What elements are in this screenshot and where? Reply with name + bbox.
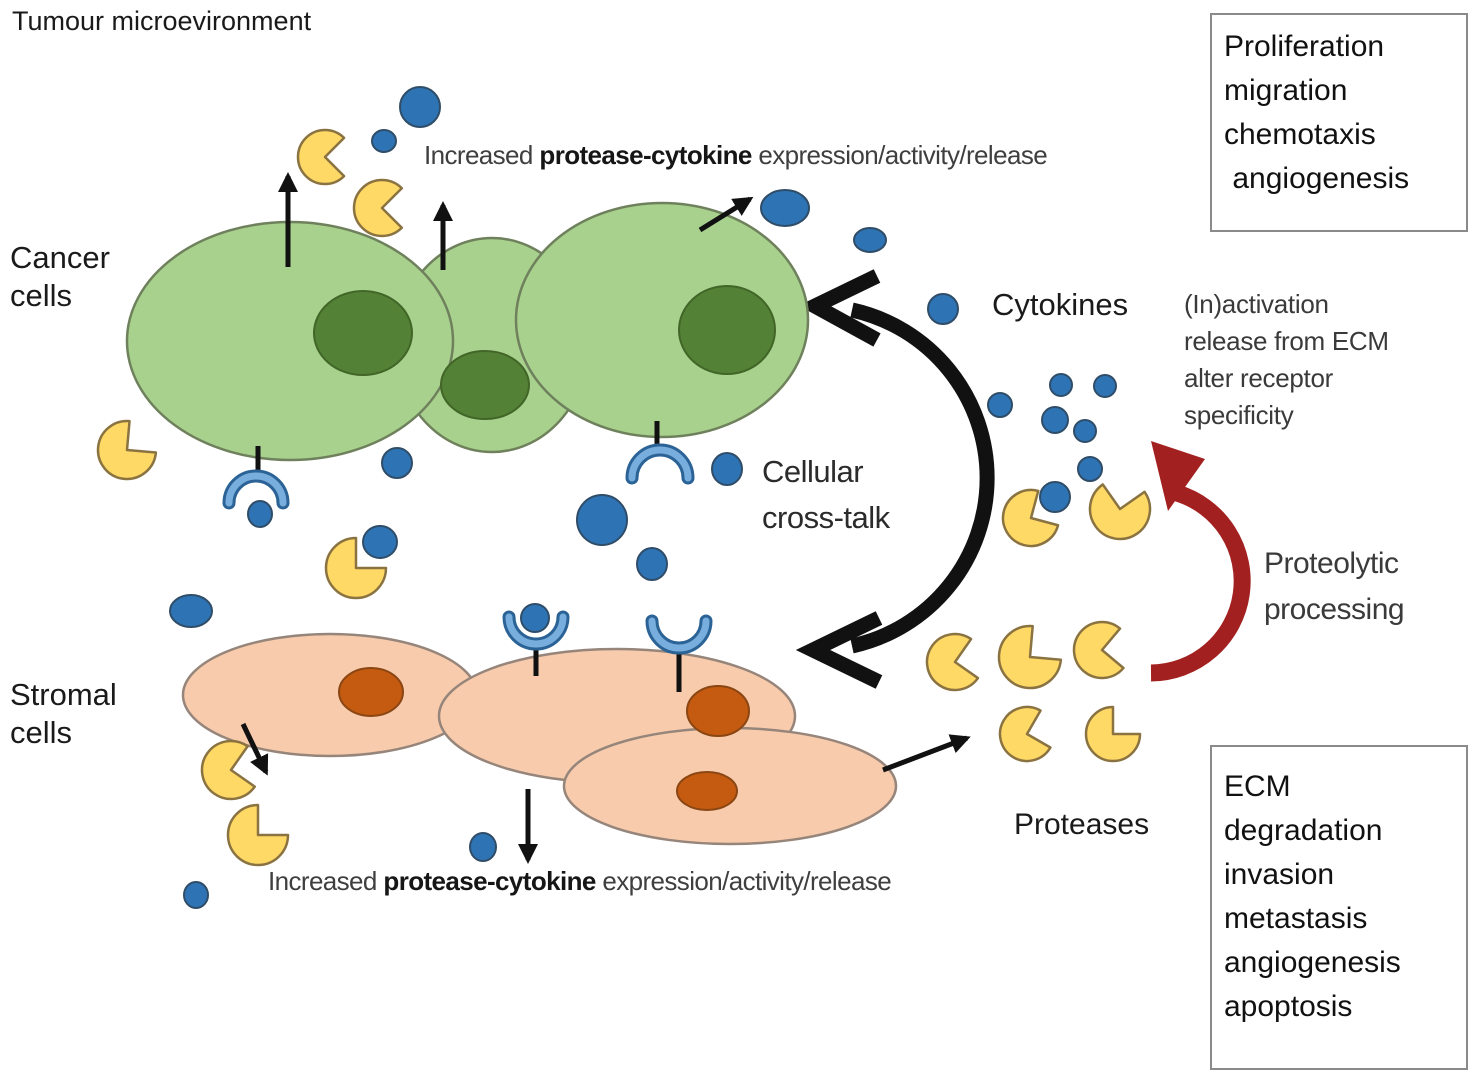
caption-prefix: Increased: [424, 140, 540, 170]
receptor-arc: [628, 446, 692, 482]
cancer-cell-nucleus: [313, 290, 413, 376]
signal-arrow: [882, 734, 971, 773]
figure-title: Tumour microevironment: [12, 6, 312, 36]
cytokine-dot: [1041, 406, 1069, 434]
cytokine-dot: [853, 227, 887, 253]
cytokine-dot: [469, 832, 497, 862]
cytokine-dot: [636, 547, 668, 581]
cellular-crosstalk-label: Cellular cross-talk: [762, 454, 890, 535]
receptor-arc: [648, 617, 710, 652]
cytokine-dot: [760, 189, 810, 227]
receptor-arc: [505, 613, 567, 648]
increased-expression-caption-bottom: Increased protease-cytokine expression/a…: [268, 866, 892, 897]
proteolytic-processing-label: Proteolytic processing: [1264, 547, 1405, 626]
protease-pacman: [925, 632, 980, 692]
signal-arrow: [240, 722, 269, 776]
caption-suffix: expression/activity/release: [595, 866, 892, 896]
protease-pacman: [1088, 483, 1152, 541]
stromal-cell: [181, 632, 479, 758]
increased-expression-caption-top: Increased protease-cytokine expression/a…: [424, 140, 1048, 171]
cytokine-dot: [1049, 373, 1073, 397]
cytokine-dot: [371, 129, 397, 153]
signal-arrow: [698, 196, 754, 233]
protease-pacman: [296, 128, 346, 186]
outcomes-box-proteases: ECM degradation invasion metastasis angi…: [1210, 745, 1468, 1070]
cytokine-dot: [1093, 374, 1117, 398]
proteolytic-arrow: [1150, 484, 1251, 682]
outcomes-box-cytokines: Proliferation migration chemotaxis angio…: [1210, 13, 1468, 232]
cancer-cell-nucleus: [678, 285, 776, 375]
cytokines-label: Cytokines: [992, 287, 1129, 322]
protease-pacman: [1072, 620, 1125, 680]
protease-pacman: [997, 624, 1063, 690]
receptor-arc: [225, 472, 287, 507]
protease-pacman: [352, 178, 404, 238]
cancer-cell: [514, 201, 810, 439]
cytokine-dot: [1039, 481, 1071, 513]
stromal-cell-nucleus: [686, 685, 750, 737]
inactivation-annotation: (In)activation release from ECM alter re…: [1184, 289, 1389, 430]
crosstalk-arrowhead: [795, 611, 883, 689]
protease-pacman: [200, 739, 257, 801]
cytokine-dot: [927, 293, 959, 325]
cytokine-dot: [711, 452, 743, 486]
cytokine-dot: [169, 594, 213, 628]
cytokine-dot: [1077, 456, 1103, 482]
caption-bold: protease-cytokine: [383, 866, 596, 896]
protease-pacman: [96, 419, 158, 481]
stromal-cells-label: Stromal cells: [10, 677, 117, 750]
cytokine-dot: [183, 881, 209, 909]
cytokine-dot: [381, 447, 413, 479]
caption-bold: protease-cytokine: [539, 140, 752, 170]
crosstalk-arrowhead: [798, 269, 881, 347]
cytokine-dot: [520, 603, 550, 633]
protease-pacman: [226, 803, 290, 867]
protease-pacman: [324, 536, 388, 600]
caption-suffix: expression/activity/release: [751, 140, 1048, 170]
protease-pacman: [1001, 488, 1060, 548]
cytokine-dot: [576, 494, 628, 546]
crosstalk-arrow: [850, 302, 995, 654]
cytokine-dot: [987, 392, 1013, 418]
cytokine-dot: [362, 525, 398, 559]
protease-pacman: [1084, 705, 1142, 763]
proteolytic-arrowhead: [1151, 441, 1205, 511]
stromal-cell-nucleus: [676, 771, 738, 811]
cytokine-dot: [247, 500, 273, 528]
proteases-label: Proteases: [1014, 808, 1150, 841]
cytokine-dot: [1073, 419, 1097, 443]
cancer-cell-nucleus: [440, 350, 530, 420]
cancer-cells-label: Cancer cells: [10, 240, 110, 313]
protease-pacman: [998, 705, 1052, 763]
stromal-cell-nucleus: [338, 667, 404, 717]
cytokine-dot: [399, 86, 441, 128]
caption-prefix: Increased: [268, 866, 384, 896]
